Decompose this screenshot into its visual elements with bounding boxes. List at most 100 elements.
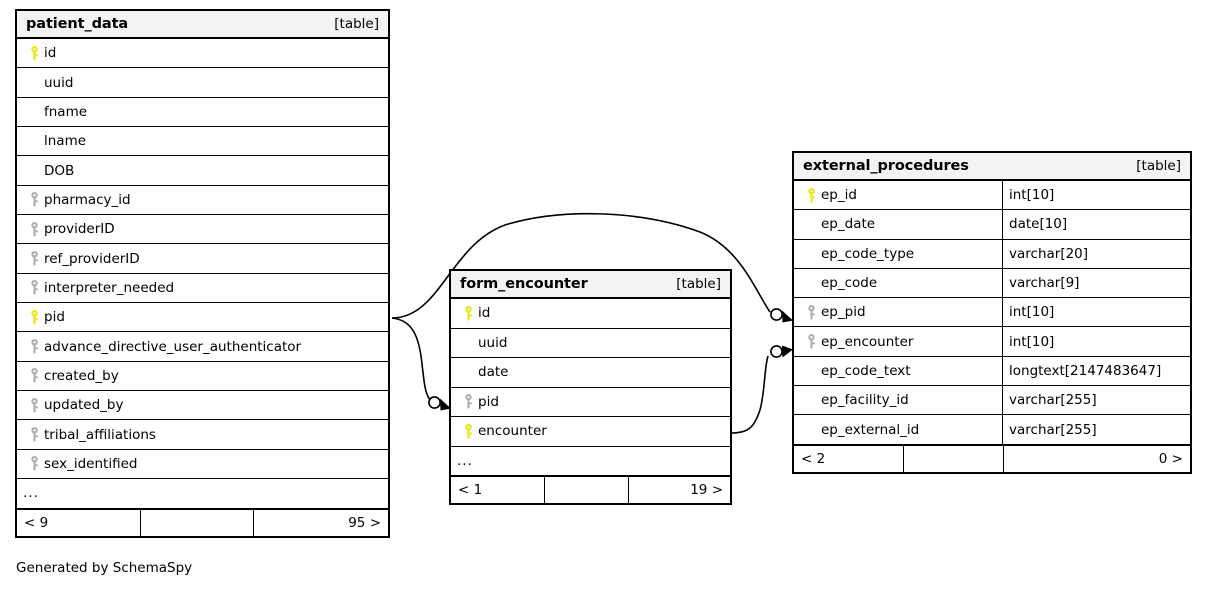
column-name-text: uuid [478, 334, 508, 351]
table-row[interactable]: DOB [17, 156, 388, 186]
table-row[interactable]: ep_code_text longtext[2147483647] [794, 356, 1190, 387]
column-name-cell: id [451, 299, 730, 328]
footer-middle-cell [545, 477, 629, 503]
table-row[interactable]: id [17, 39, 388, 69]
table-title-patient-data: patient_data [26, 16, 129, 32]
table-row[interactable]: providerID [17, 215, 388, 245]
column-name-text: pid [44, 309, 65, 326]
primary-key-icon [459, 423, 478, 439]
column-name-text: ep_code [821, 275, 878, 292]
column-name-cell: pharmacy_id [17, 186, 388, 214]
column-name-cell: uuid [451, 329, 730, 358]
column-name-cell: pid [17, 303, 388, 331]
footer-outgoing-relationship-count[interactable]: 19 > [690, 482, 723, 498]
table-row[interactable]: tribal_affiliations [17, 420, 388, 450]
foreign-key-icon [25, 456, 44, 471]
column-name-text: ep_encounter [821, 333, 914, 350]
table-kind-patient-data: [table] [334, 16, 379, 32]
table-row[interactable]: interpreter_needed [17, 274, 388, 304]
table-row[interactable]: ref_providerID [17, 244, 388, 274]
more-columns-ellipsis: ... [457, 452, 473, 469]
more-columns-row[interactable]: ... [17, 479, 388, 509]
foreign-key-icon [25, 221, 44, 237]
table-row[interactable]: ep_code varchar[9] [794, 268, 1190, 299]
column-name-cell: pid [451, 388, 730, 417]
table-row[interactable]: date [451, 358, 730, 388]
edge-endpoint-circle-ep-pid [770, 308, 783, 321]
table-row[interactable]: lname [17, 127, 388, 157]
column-name-text: ep_pid [821, 304, 866, 321]
table-row[interactable]: advance_directive_user_authenticator [17, 332, 388, 362]
foreign-key-icon [25, 192, 44, 207]
table-header-patient-data: patient_data [table] [17, 11, 388, 39]
table-row[interactable]: pid [17, 303, 388, 333]
column-name-text: ep_code_type [821, 245, 915, 262]
column-type-cell: varchar[20] [1002, 239, 1190, 268]
column-type-cell: varchar[255] [1002, 415, 1190, 444]
foreign-key-icon [25, 251, 44, 266]
table-row[interactable]: ep_pid int[10] [794, 298, 1190, 328]
column-name-text: DOB [44, 162, 75, 179]
column-type-cell: int[10] [1002, 298, 1190, 327]
edge-endpoint-circle-ep-encounter [770, 345, 783, 358]
primary-key-icon [802, 187, 821, 203]
edge-endpoint-circle-form-encounter-pid [428, 396, 441, 409]
primary-key-icon [25, 45, 44, 61]
footer-outgoing-relationship-count[interactable]: 0 > [1158, 450, 1183, 467]
column-name-text: ep_code_text [821, 362, 911, 379]
footer-incoming-relationship-count[interactable]: < 1 [451, 477, 545, 503]
column-name-cell: created_by [17, 362, 388, 390]
column-type-cell: varchar[9] [1002, 268, 1190, 298]
table-row[interactable]: pharmacy_id [17, 186, 388, 216]
column-name-cell: interpreter_needed [17, 274, 388, 302]
column-name-text: updated_by [44, 397, 124, 414]
more-columns-row[interactable]: ... [451, 447, 730, 476]
column-name-cell: ep_code_text [794, 357, 1002, 385]
column-name-cell: ep_external_id [794, 415, 1002, 443]
table-row[interactable]: pid [451, 388, 730, 417]
column-type-cell: longtext[2147483647] [1002, 356, 1190, 386]
table-row[interactable]: id [451, 299, 730, 329]
column-name-text: ref_providerID [44, 250, 140, 267]
foreign-key-icon [25, 427, 44, 442]
foreign-key-icon [25, 368, 44, 383]
table-row[interactable]: uuid [451, 329, 730, 358]
column-name-text: interpreter_needed [44, 279, 175, 296]
table-row[interactable]: uuid [17, 68, 388, 98]
footer-middle-cell [141, 509, 254, 536]
table-footer: < 2 0 > [794, 444, 1190, 472]
column-name-cell: DOB [17, 156, 388, 184]
column-name-cell: sex_identified [17, 450, 388, 478]
footer-incoming-relationship-count[interactable]: < 2 [794, 445, 904, 472]
column-name-text: fname [44, 103, 88, 120]
column-name-text: id [478, 305, 491, 322]
table-row[interactable]: created_by [17, 362, 388, 392]
table-row[interactable]: updated_by [17, 391, 388, 421]
foreign-key-icon [25, 280, 44, 295]
footer-outgoing-relationship-count[interactable]: 95 > [348, 514, 381, 531]
table-row[interactable]: sex_identified [17, 450, 388, 480]
column-name-cell: id [17, 39, 388, 67]
column-type-cell: int[10] [1002, 181, 1190, 210]
column-name-cell: fname [17, 98, 388, 126]
column-name-cell: uuid [17, 68, 388, 96]
column-name-cell: ep_date [794, 210, 1002, 238]
table-footer: < 9 95 > [17, 508, 388, 536]
table-row[interactable]: encounter [451, 417, 730, 447]
footer-incoming-relationship-count[interactable]: < 9 [17, 509, 141, 536]
column-name-cell: providerID [17, 215, 388, 243]
column-name-text: advance_directive_user_authenticator [44, 338, 302, 355]
table-row[interactable]: ep_code_type varchar[20] [794, 239, 1190, 269]
table-row[interactable]: fname [17, 98, 388, 128]
column-name-cell: ep_id [794, 181, 1002, 209]
